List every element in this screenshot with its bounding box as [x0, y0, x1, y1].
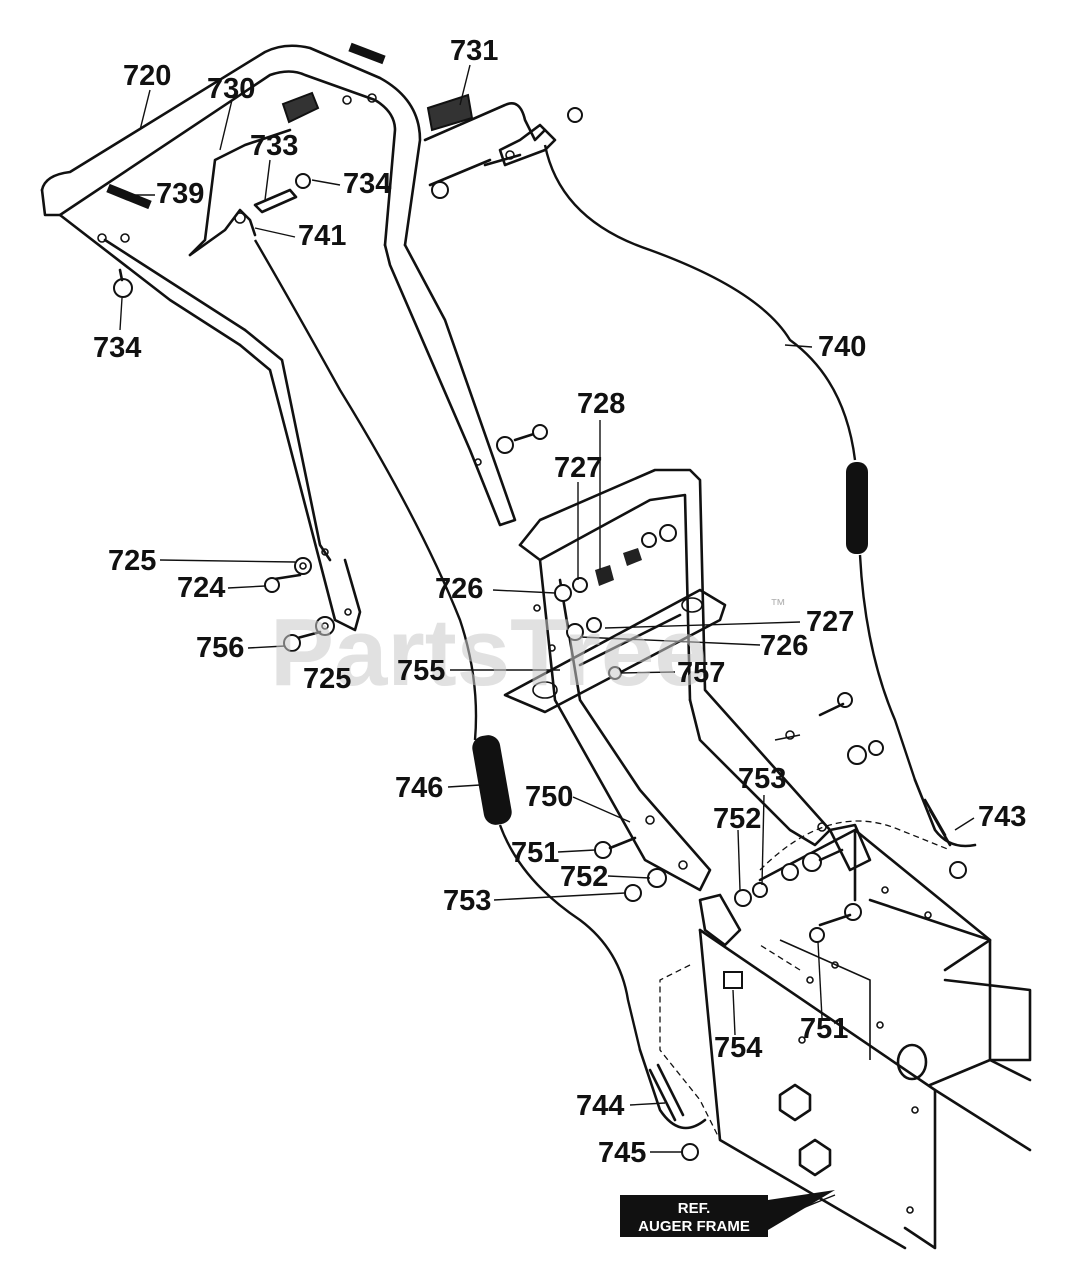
callout-745: 745 — [598, 1137, 646, 1169]
cables — [253, 144, 977, 1130]
callout-753: 753 — [443, 885, 491, 917]
callout-734: 734 — [93, 332, 141, 364]
callout-751: 751 — [800, 1013, 848, 1045]
callout-754: 754 — [714, 1032, 762, 1064]
callout-755: 755 — [397, 655, 445, 687]
callout-751: 751 — [511, 837, 559, 869]
callout-740: 740 — [818, 331, 866, 363]
callout-724: 724 — [177, 572, 225, 604]
callout-731: 731 — [450, 35, 498, 67]
callout-744: 744 — [576, 1090, 624, 1122]
callout-720: 720 — [123, 60, 171, 92]
upper-handle — [40, 42, 517, 632]
ref-line2: AUGER FRAME — [638, 1218, 750, 1235]
callout-756: 756 — [196, 632, 244, 664]
callout-726: 726 — [435, 573, 483, 605]
callout-727: 727 — [554, 452, 602, 484]
callout-725: 725 — [303, 663, 351, 695]
ref-line1: REF. — [678, 1200, 711, 1217]
control-levers — [188, 102, 557, 257]
callout-757: 757 — [677, 657, 725, 689]
callout-752: 752 — [713, 803, 761, 835]
callout-752: 752 — [560, 861, 608, 893]
callout-746: 746 — [395, 772, 443, 804]
callout-733: 733 — [250, 130, 298, 162]
callout-734: 734 — [343, 168, 391, 200]
callout-730: 730 — [207, 73, 255, 105]
watermark-text: PartsTree — [270, 599, 708, 706]
fasteners — [264, 424, 967, 1161]
callout-739: 739 — [156, 178, 204, 210]
leader-lines — [119, 64, 975, 1223]
top-hardware — [113, 107, 583, 298]
callout-727: 727 — [806, 606, 854, 638]
watermark-trademark: ™ — [770, 597, 786, 614]
callout-750: 750 — [525, 781, 573, 813]
callout-753: 753 — [738, 763, 786, 795]
watermark: PartsTree ™ — [270, 597, 786, 706]
callout-725: 725 — [108, 545, 156, 577]
callout-728: 728 — [577, 388, 625, 420]
ref-auger-frame-box: REF. AUGER FRAME — [620, 1190, 835, 1237]
callout-743: 743 — [978, 801, 1026, 833]
callout-726: 726 — [760, 630, 808, 662]
callout-741: 741 — [298, 220, 346, 252]
lower-handle — [503, 468, 872, 947]
callout-labels: 720 730 731 733 734 739 741 734 740 728 727 725 724 7… — [93, 35, 1026, 1169]
